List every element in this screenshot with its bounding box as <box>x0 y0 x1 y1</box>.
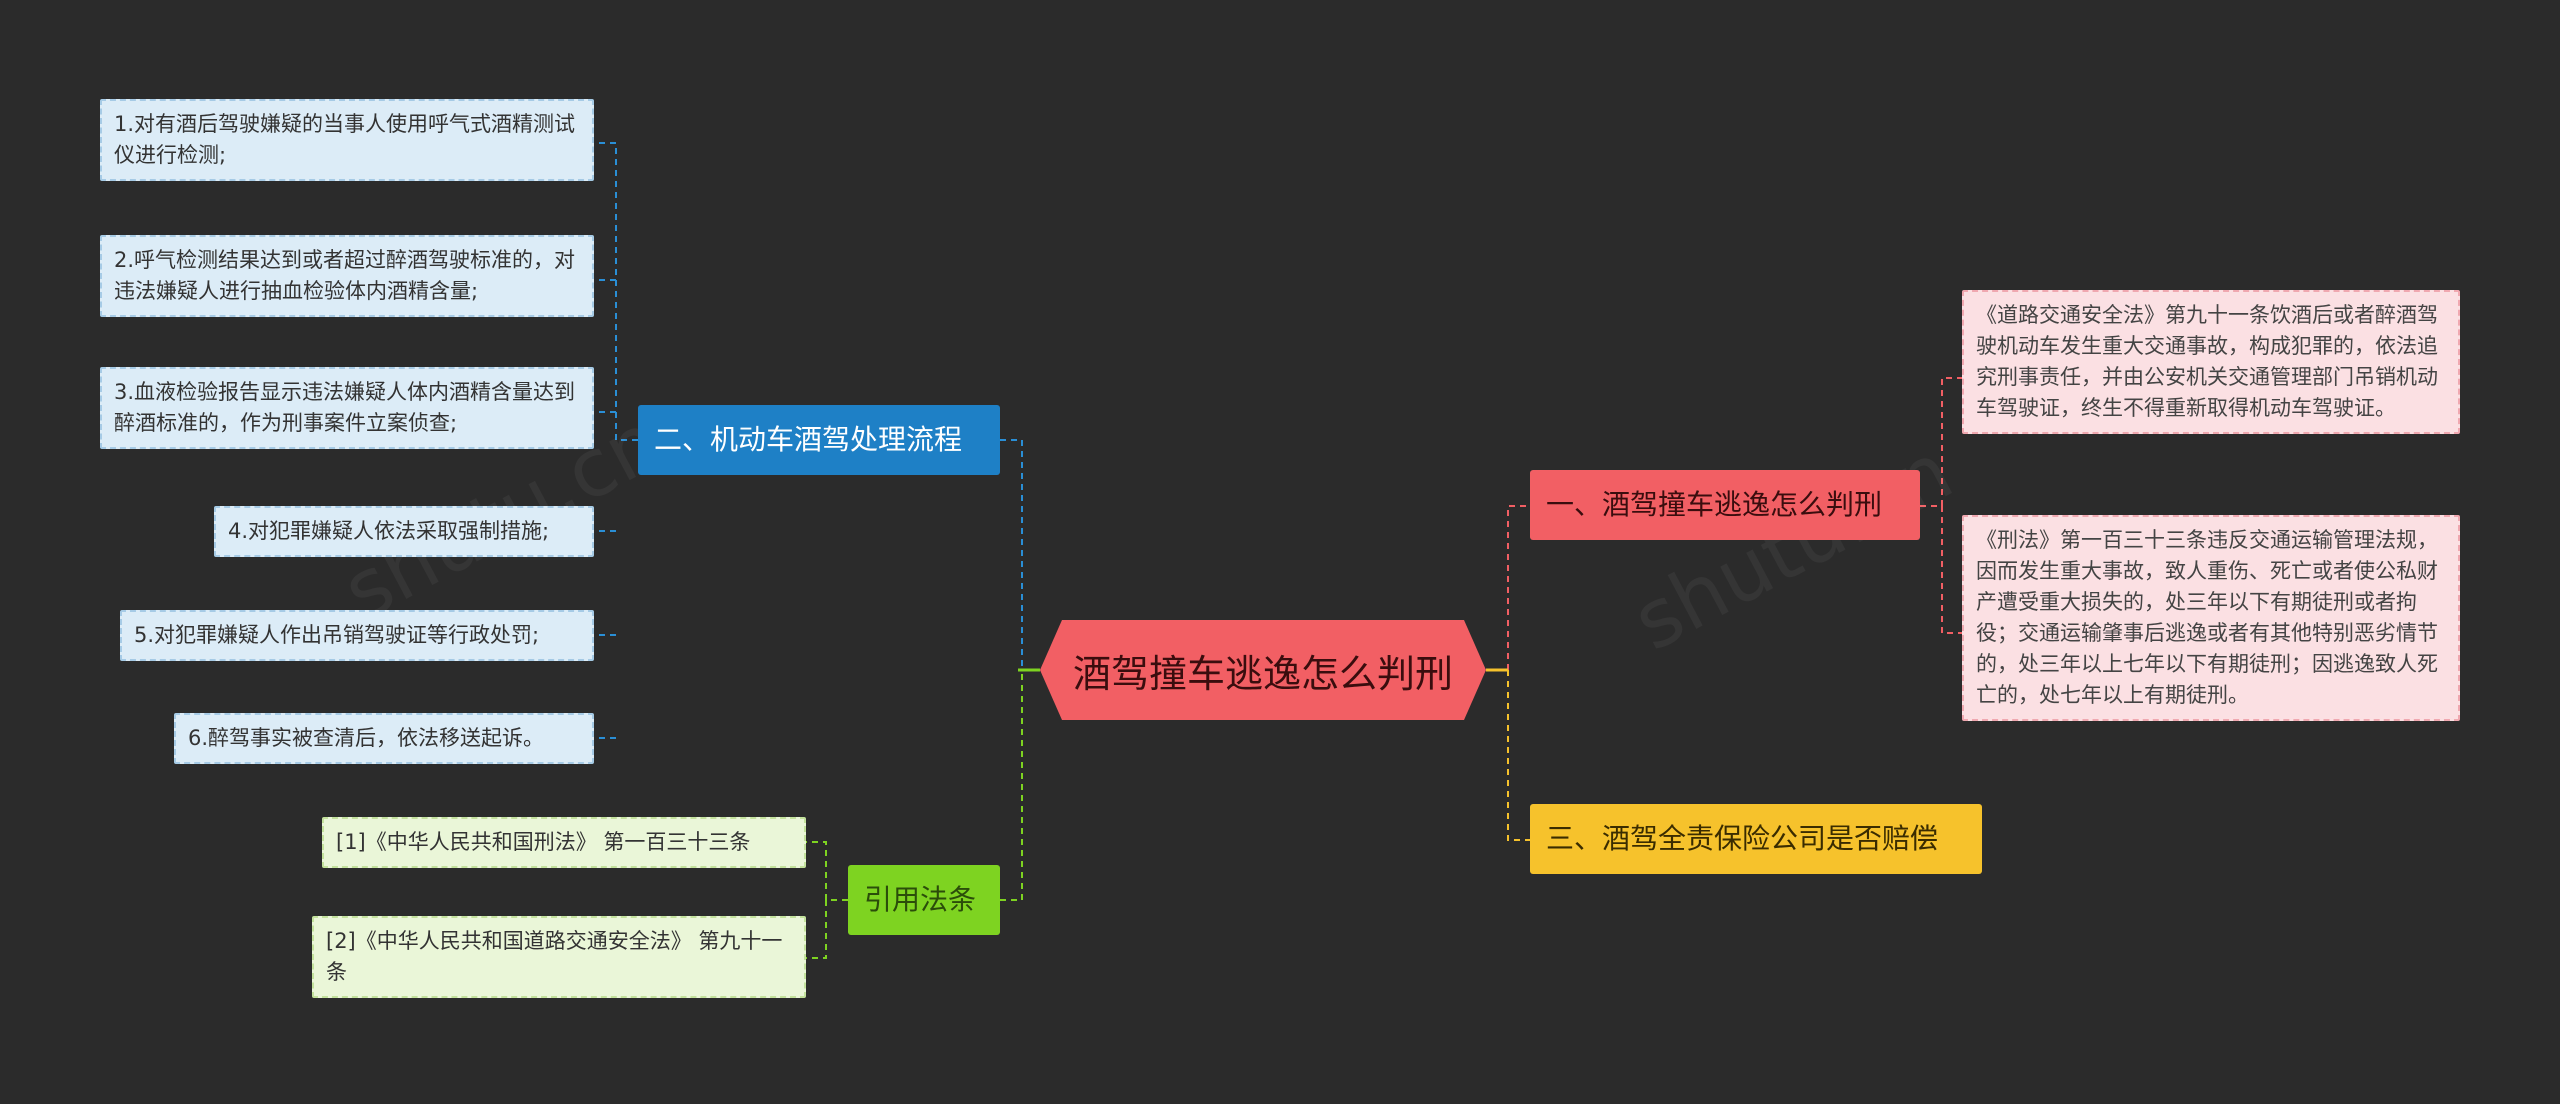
root-node-shape <box>1040 620 1486 720</box>
branch-process[interactable]: 二、机动车酒驾处理流程 <box>638 405 1000 475</box>
branch-sentence[interactable]: 一、酒驾撞车逃逸怎么判刑 <box>1530 470 1920 540</box>
process-item-3[interactable]: 3.血液检验报告显示违法嫌疑人体内酒精含量达到醉酒标准的，作为刑事案件立案侦查; <box>100 367 594 449</box>
sentence-item-1-text: 《道路交通安全法》第九十一条饮酒后或者醉酒驾驶机动车发生重大交通事故，构成犯罪的… <box>1976 303 2438 420</box>
branch-law-label: 引用法条 <box>864 883 977 916</box>
law-item-1[interactable]: [1]《中华人民共和国刑法》 第一百三十三条 <box>322 817 806 868</box>
sentence-item-1[interactable]: 《道路交通安全法》第九十一条饮酒后或者醉酒驾驶机动车发生重大交通事故，构成犯罪的… <box>1962 290 2460 434</box>
process-item-2-text: 2.呼气检测结果达到或者超过醉酒驾驶标准的，对违法嫌疑人进行抽血检验体内酒精含量… <box>114 248 576 303</box>
process-item-3-text: 3.血液检验报告显示违法嫌疑人体内酒精含量达到醉酒标准的，作为刑事案件立案侦查; <box>114 380 576 435</box>
sentence-item-2[interactable]: 《刑法》第一百三十三条违反交通运输管理法规，因而发生重大事故，致人重伤、死亡或者… <box>1962 515 2460 721</box>
process-item-6[interactable]: 6.醉驾事实被查清后，依法移送起诉。 <box>174 713 594 764</box>
process-item-1-text: 1.对有酒后驾驶嫌疑的当事人使用呼气式酒精测试仪进行检测; <box>114 112 576 167</box>
process-item-1[interactable]: 1.对有酒后驾驶嫌疑的当事人使用呼气式酒精测试仪进行检测; <box>100 99 594 181</box>
process-item-5[interactable]: 5.对犯罪嫌疑人作出吊销驾驶证等行政处罚; <box>120 610 594 661</box>
process-item-6-text: 6.醉驾事实被查清后，依法移送起诉。 <box>188 726 545 750</box>
law-item-2-text: [2]《中华人民共和国道路交通安全法》 第九十一条 <box>326 929 783 984</box>
root-node-label[interactable]: 酒驾撞车逃逸怎么判刑 <box>1072 651 1453 696</box>
branch-process-label: 二、机动车酒驾处理流程 <box>654 423 963 456</box>
process-item-4[interactable]: 4.对犯罪嫌疑人依法采取强制措施; <box>214 506 594 557</box>
process-item-4-text: 4.对犯罪嫌疑人依法采取强制措施; <box>228 519 550 543</box>
process-item-2[interactable]: 2.呼气检测结果达到或者超过醉酒驾驶标准的，对违法嫌疑人进行抽血检验体内酒精含量… <box>100 235 594 317</box>
branch-sentence-label: 一、酒驾撞车逃逸怎么判刑 <box>1546 488 1883 521</box>
law-item-2[interactable]: [2]《中华人民共和国道路交通安全法》 第九十一条 <box>312 916 806 998</box>
branch-insurance-label: 三、酒驾全责保险公司是否赔偿 <box>1546 822 1939 855</box>
process-item-5-text: 5.对犯罪嫌疑人作出吊销驾驶证等行政处罚; <box>134 623 540 647</box>
law-item-1-text: [1]《中华人民共和国刑法》 第一百三十三条 <box>336 830 751 854</box>
sentence-item-2-text: 《刑法》第一百三十三条违反交通运输管理法规，因而发生重大事故，致人重伤、死亡或者… <box>1976 528 2438 707</box>
branch-law[interactable]: 引用法条 <box>848 865 1000 935</box>
branch-insurance[interactable]: 三、酒驾全责保险公司是否赔偿 <box>1530 804 1982 874</box>
